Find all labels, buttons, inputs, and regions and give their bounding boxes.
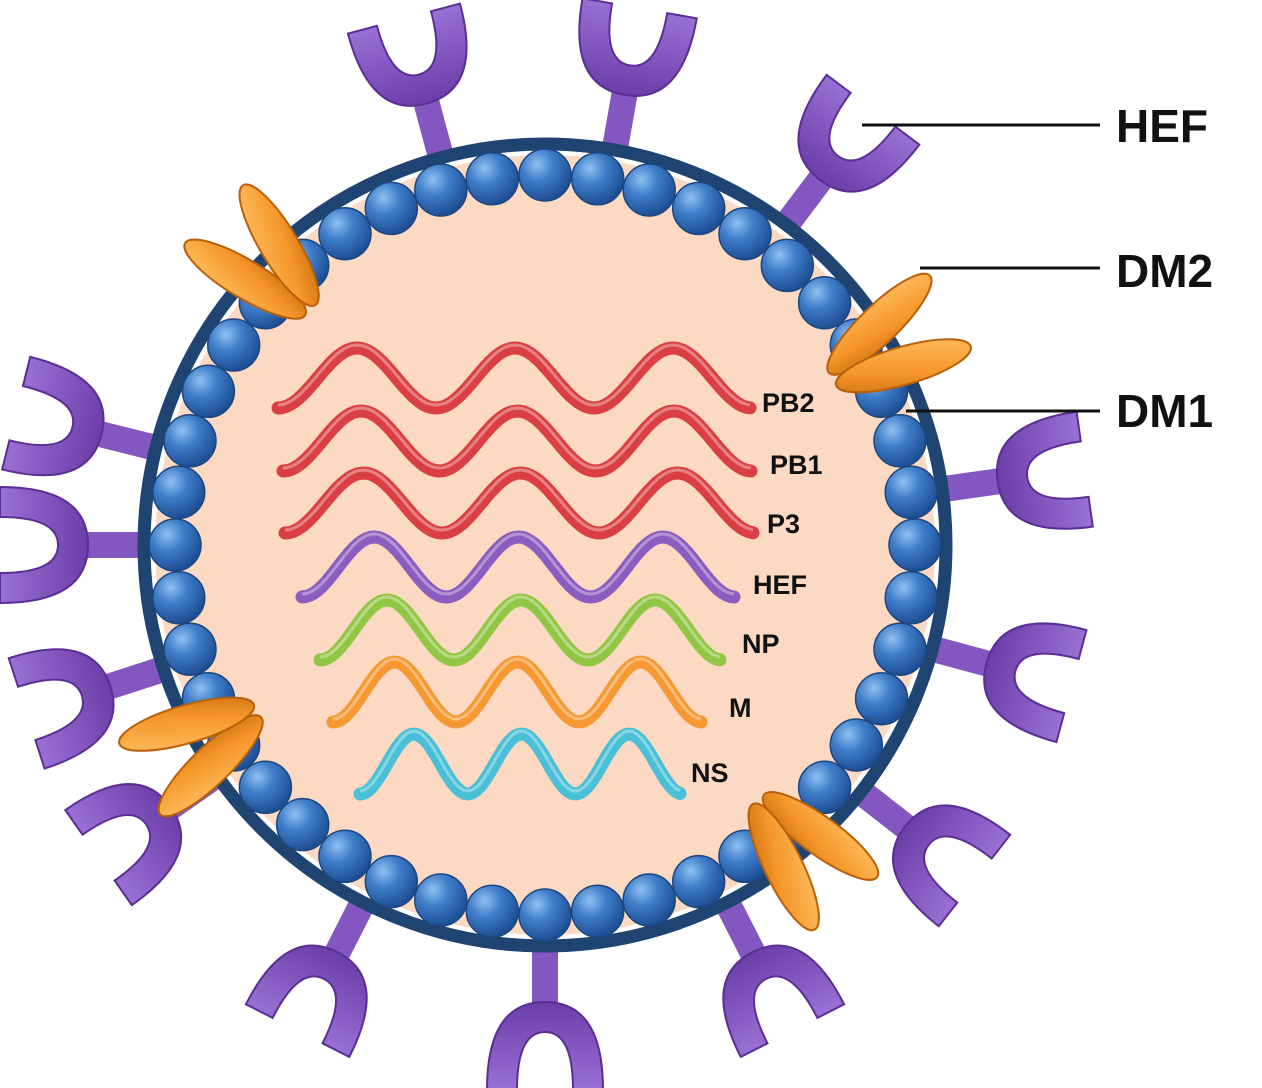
hef-spike	[486, 940, 604, 1088]
dm1-bead	[797, 275, 852, 330]
segment-label-pb2: PB2	[762, 388, 815, 418]
dm1-bead	[570, 884, 625, 938]
dm1-bead	[163, 622, 217, 676]
dm1-bead	[465, 152, 520, 206]
hef-spike	[346, 2, 468, 166]
dm1-bead	[884, 465, 938, 520]
viral-envelope	[137, 137, 953, 953]
segment-label-hef: HEF	[753, 570, 807, 600]
dm1-bead	[873, 622, 927, 676]
dm1-bead	[206, 318, 261, 372]
segment-label-p3: P3	[767, 509, 800, 539]
dm1-bead	[181, 364, 236, 419]
dm1-bead	[518, 888, 572, 942]
rna-segment-p3	[278, 466, 760, 540]
dm1-bead	[622, 163, 676, 217]
dm1-bead	[238, 760, 293, 815]
dm1-bead	[760, 238, 815, 293]
dm1-matrix-beads	[148, 148, 942, 942]
dm1-bead	[148, 518, 202, 572]
dm1-bead	[318, 829, 372, 884]
hef-spike	[924, 622, 1088, 744]
segment-label-ns: NS	[691, 758, 729, 788]
segment-label-np: NP	[742, 629, 780, 659]
hef-spike	[244, 893, 376, 1059]
hef-spike	[850, 780, 1012, 928]
callout-label-hef: HEF	[1116, 100, 1208, 152]
dm1-bead	[829, 718, 884, 772]
dm1-bead	[518, 148, 572, 202]
dm2-channel	[747, 791, 880, 932]
dm1-bead	[884, 570, 938, 625]
hef-spike	[578, 0, 698, 158]
rna-segment-m	[326, 655, 708, 729]
hef-spikes	[0, 0, 1094, 1088]
hef-spike	[0, 355, 164, 477]
dm1-bead	[797, 760, 852, 815]
dm1-bead	[318, 206, 372, 261]
segment-label-pb1: PB1	[770, 450, 823, 480]
dm1-bead	[414, 873, 468, 927]
dm1-bead	[671, 854, 726, 909]
dm1-bead	[873, 414, 927, 468]
dm1-bead	[671, 181, 726, 236]
rna-segment-hef	[295, 530, 741, 604]
dm1-bead	[570, 152, 625, 206]
dm2-channel	[183, 183, 320, 320]
callout-label-dm1: DM1	[1116, 385, 1213, 437]
dm1-bead	[718, 206, 772, 261]
dm1-bead	[163, 414, 217, 468]
rna-segment-np	[313, 593, 727, 667]
hef-spike	[7, 648, 172, 770]
hef-spike	[714, 893, 846, 1059]
hef-spike	[774, 73, 921, 235]
dm1-bead	[414, 163, 468, 217]
dm2-channel	[826, 272, 972, 394]
dm2-channels	[118, 183, 972, 932]
dm1-bead	[622, 873, 676, 927]
callout-label-dm2: DM2	[1116, 245, 1213, 297]
dm1-bead	[465, 884, 520, 938]
dm1-bead	[364, 854, 419, 909]
dm1-bead	[888, 518, 942, 572]
dm1-bead	[364, 181, 419, 236]
rna-segment-pb2	[271, 341, 757, 415]
hef-spike	[935, 410, 1094, 530]
rna-segment-ns	[353, 727, 687, 801]
rna-segments	[271, 341, 760, 801]
dm1-bead	[854, 671, 909, 726]
segment-label-m: M	[729, 693, 752, 723]
dm1-bead	[152, 465, 206, 520]
hef-spike	[0, 485, 150, 605]
dm2-channel	[118, 696, 264, 818]
dm1-bead	[275, 797, 330, 852]
rna-segment-pb1	[276, 404, 758, 478]
dm1-bead	[152, 570, 206, 625]
